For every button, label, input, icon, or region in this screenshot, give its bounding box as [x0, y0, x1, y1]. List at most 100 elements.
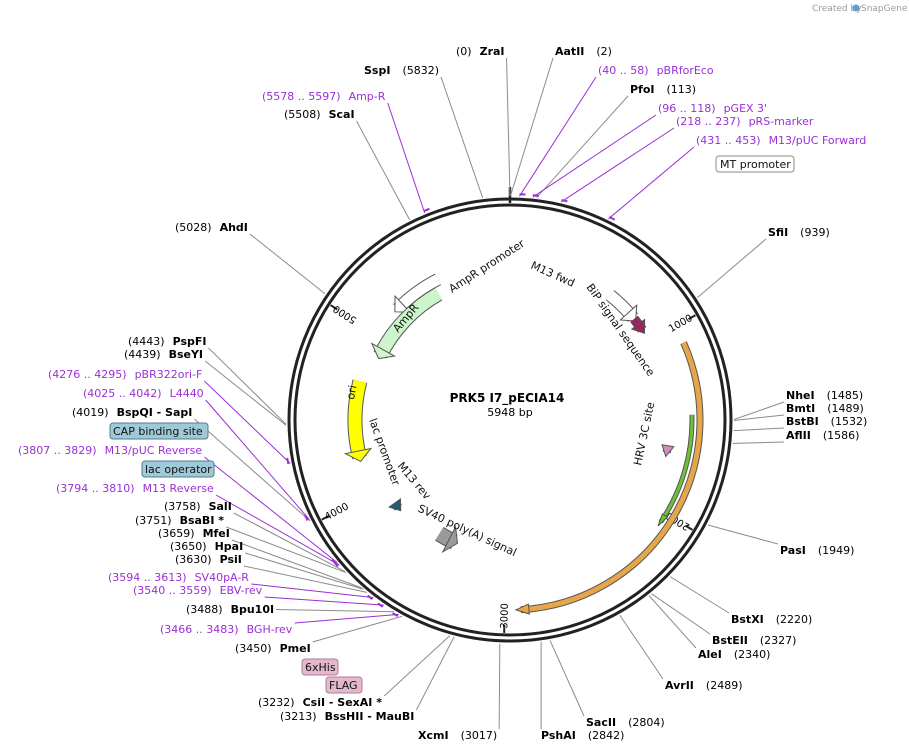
site-name: BGH-rev	[247, 623, 293, 636]
feature-inner[interactable]	[657, 414, 695, 527]
site-aatii[interactable]: (2)AatII	[555, 45, 612, 58]
site-avrii[interactable]: (2489)AvrII	[665, 679, 742, 692]
site-psii[interactable]: (3630)PsiI	[175, 553, 242, 566]
leader-line	[276, 609, 395, 613]
site-scai[interactable]: (5508)ScaI	[284, 108, 355, 121]
site-pmei[interactable]: (3450)PmeI	[235, 642, 311, 655]
site-amp-r[interactable]: (5578 .. 5597)Amp-R	[262, 90, 386, 103]
site-nhei[interactable]: (1485)NheI	[786, 389, 863, 402]
scale-tick	[687, 314, 696, 321]
site-bseyi[interactable]: (4439)BseYI	[124, 348, 203, 361]
site-bmti[interactable]: (1489)BmtI	[786, 402, 864, 415]
primer-binding-mark	[561, 198, 568, 203]
scale-tick-label: 3000	[499, 603, 511, 629]
site-position: (4443)	[128, 335, 165, 348]
site-m13-puc-reverse[interactable]: (3807 .. 3829)M13/pUC Reverse	[18, 444, 202, 457]
site-position: (3466 .. 3483)	[160, 623, 239, 636]
feature-label-lac-promoter[interactable]: lac promoter	[366, 417, 402, 488]
site-prs-marker[interactable]: (218 .. 237)pRS-marker	[676, 115, 814, 128]
box-label-cap-binding-site[interactable]: CAP binding site	[109, 422, 209, 440]
site-m13-reverse[interactable]: (3794 .. 3810)M13 Reverse	[56, 482, 214, 495]
leader-line	[733, 414, 785, 421]
leader-line	[294, 613, 399, 624]
box-6xhis-text: 6xHis	[305, 661, 336, 674]
site-pfoi[interactable]: (113)PfoI	[630, 83, 696, 96]
site-position: (3807 .. 3829)	[18, 444, 97, 457]
box-label-lac-operator[interactable]: lac operator	[141, 460, 215, 478]
site-ebv-rev[interactable]: (3540 .. 3559)EBV-rev	[133, 584, 263, 597]
leader-line	[536, 95, 629, 198]
site-position: (5028)	[175, 221, 212, 234]
site-sali[interactable]: (3758)SalI	[164, 500, 232, 513]
site-zrai[interactable]: (0)ZraI	[456, 45, 505, 58]
site-bpu10i[interactable]: (3488)Bpu10I	[186, 603, 274, 616]
feature-hrv-3c-site[interactable]	[661, 444, 675, 458]
site-bsteii[interactable]: (2327)BstEII	[712, 634, 796, 647]
site-bgh-rev[interactable]: (3466 .. 3483) BGH-rev	[160, 623, 293, 636]
site-position: (113)	[667, 83, 697, 96]
leader-line	[549, 640, 585, 717]
site-sfii[interactable]: (939)SfiI	[768, 226, 830, 239]
site-xcmi[interactable]: (3017)XcmI	[418, 729, 497, 742]
box-flag-bg	[325, 676, 363, 694]
site-l4440[interactable]: (4025 .. 4042)L4440	[83, 387, 204, 400]
site-name: BsaBI *	[180, 514, 225, 527]
leader-line	[194, 418, 311, 522]
feature-label-sv40-polya-signal[interactable]: SV40 poly(A) signal	[416, 502, 519, 559]
site-name: M13/pUC Forward	[769, 134, 867, 147]
feature-insert[interactable]	[514, 341, 704, 615]
site-position: (218 .. 237)	[676, 115, 741, 128]
site-pgex-3[interactable]: (96 .. 118)pGEX 3'	[658, 102, 767, 115]
scale-tick	[685, 524, 693, 531]
box-label-mt-promoter[interactable]: MT promoter	[715, 155, 795, 173]
site-bstbi[interactable]: (1532)BstBI	[786, 415, 867, 428]
feature-arrowhead	[630, 318, 646, 335]
leader-line	[249, 233, 326, 295]
site-name: ZraI	[480, 45, 505, 58]
feature-label-m13-fwd[interactable]: M13 fwd	[529, 259, 577, 290]
site-bsabi[interactable]: (3751)BsaBI *	[135, 514, 224, 527]
site-pspfi[interactable]: (4443)PspFI	[128, 335, 206, 348]
site-mfei[interactable]: (3659)MfeI	[158, 527, 230, 540]
site-position: (4276 .. 4295)	[48, 368, 127, 381]
leader-line	[356, 120, 411, 220]
site-sv40pa-r[interactable]: (3594 .. 3613)SV40pA-R	[108, 571, 249, 584]
site-hpai[interactable]: (3650)HpaI	[170, 540, 243, 553]
box-label-flag[interactable]: FLAG	[325, 676, 363, 694]
site-sspi[interactable]: (5832)SspI	[364, 64, 439, 77]
feature-sv40-poly-a-signal[interactable]	[435, 525, 459, 554]
feature-label-ori[interactable]: ori	[344, 384, 359, 400]
plasmid-size: 5948 bp	[487, 406, 532, 419]
feature-label-hrv-3c-site[interactable]: HRV 3C site	[631, 401, 657, 467]
site-alei[interactable]: (2340)AleI	[698, 648, 770, 661]
feature-arrowhead	[370, 342, 397, 360]
site-position: (5832)	[402, 64, 439, 77]
site-position: (3650)	[170, 540, 207, 553]
site-csii-sexai[interactable]: (3232)CsiI - SexAI *	[258, 696, 382, 709]
feature-mt-promoter[interactable]	[605, 290, 638, 322]
site-sacii[interactable]: (2804)SacII	[586, 716, 665, 729]
site-name: L4440	[170, 387, 204, 400]
site-pasi[interactable]: (1949)PasI	[780, 544, 854, 557]
feature-lac-promoter[interactable]	[388, 497, 402, 512]
site-name: BspQI - SapI	[117, 406, 193, 419]
feature-bip-signal-sequence[interactable]	[630, 315, 647, 335]
site-m13-puc-forward[interactable]: (431 .. 453)M13/pUC Forward	[696, 134, 866, 147]
site-bspqi-sapi[interactable]: (4019)BspQI - SapI	[72, 406, 192, 419]
site-aflii[interactable]: (1586)AflII	[786, 429, 859, 442]
leader-line	[619, 614, 664, 680]
site-pbrforeco[interactable]: (40 .. 58)pBRforEco	[598, 64, 714, 77]
leader-line	[204, 360, 287, 426]
site-pbr322ori-f[interactable]: (4276 .. 4295)pBR322ori-F	[48, 368, 202, 381]
site-bsshii-maubi[interactable]: (3213)BssHII - MauBI	[280, 710, 414, 723]
leader-line	[233, 512, 346, 572]
site-position: (3213)	[280, 710, 317, 723]
feature-ori[interactable]	[343, 379, 373, 463]
site-ahdi[interactable]: (5028)AhdI	[175, 221, 248, 234]
leader-line	[732, 441, 785, 444]
feature-label-ampr-promoter[interactable]: AmpR promoter	[447, 237, 528, 296]
site-pshai[interactable]: (2842)PshAI	[541, 729, 624, 742]
site-bstxi[interactable]: (2220)BstXI	[731, 613, 812, 626]
box-label-6xhis[interactable]: 6xHis	[301, 658, 339, 676]
feature-ampr[interactable]	[370, 287, 443, 360]
